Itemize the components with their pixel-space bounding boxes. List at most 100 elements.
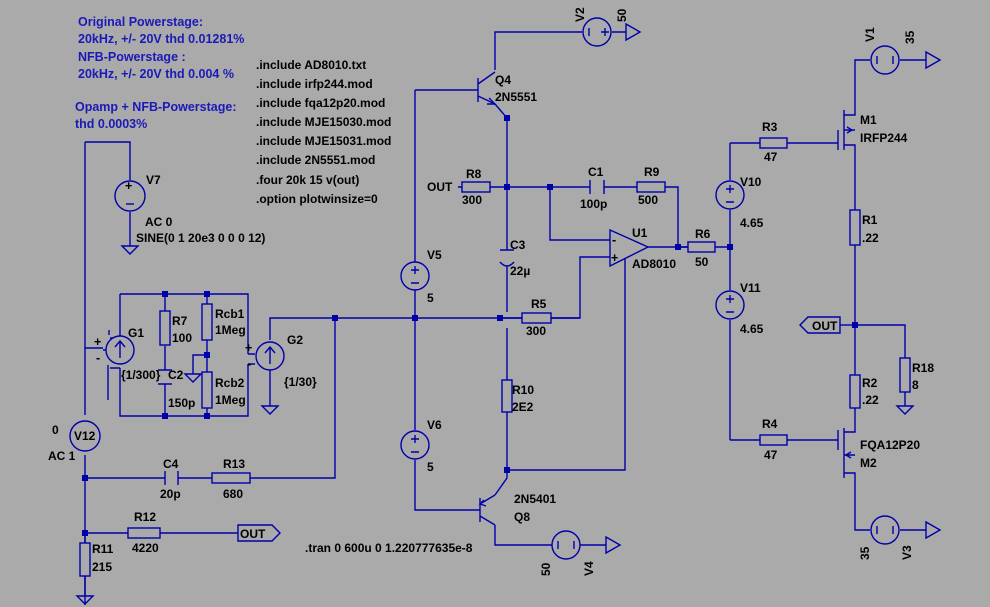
svg-text:50: 50 xyxy=(695,255,709,269)
directive[interactable]: .include MJE15031.mod xyxy=(256,134,391,148)
svg-text:V10: V10 xyxy=(740,175,762,189)
svg-text:2N5401: 2N5401 xyxy=(514,492,556,506)
svg-text:+: + xyxy=(94,335,101,349)
voltage-source-v3[interactable] xyxy=(870,515,900,545)
svg-text:1Meg: 1Meg xyxy=(215,323,246,337)
directive[interactable]: .include MJE15030.mod xyxy=(256,115,391,129)
capacitor-c3[interactable] xyxy=(499,249,515,277)
component-labels: V7 AC 0 SINE(0 1 20e3 0 0 0 12) G1 {1/30… xyxy=(48,7,934,576)
svg-text:47: 47 xyxy=(764,448,778,462)
svg-text:Rcb1: Rcb1 xyxy=(215,307,245,321)
resistor-r18[interactable] xyxy=(899,357,911,393)
resistor-rcb2[interactable] xyxy=(201,371,213,409)
resistor-r11[interactable] xyxy=(79,542,91,577)
net-label-out-r8[interactable]: OUT xyxy=(427,180,453,194)
svg-text:V11: V11 xyxy=(740,281,761,295)
directive[interactable]: .four 20k 15 v(out) xyxy=(256,173,359,187)
svg-text:100: 100 xyxy=(172,331,192,345)
svg-text:-: - xyxy=(96,351,100,365)
svg-text:20p: 20p xyxy=(160,487,181,501)
svg-text:V7: V7 xyxy=(146,173,161,187)
svg-text:2N5551: 2N5551 xyxy=(495,90,537,104)
mosfet-m2[interactable] xyxy=(837,428,856,478)
resistor-r10[interactable] xyxy=(501,379,513,413)
ground-icon xyxy=(920,520,942,540)
capacitor-c2[interactable] xyxy=(158,369,172,385)
voltage-source-v7[interactable]: + xyxy=(114,179,146,212)
resistor-r8[interactable] xyxy=(461,181,491,193)
resistor-r9[interactable] xyxy=(636,181,666,193)
tran-directive[interactable]: .tran 0 600u 0 1.220777635e-8 xyxy=(305,541,473,555)
svg-text:AC 1: AC 1 xyxy=(48,449,76,463)
svg-text:R11: R11 xyxy=(92,542,114,556)
directive[interactable]: .option plotwinsize=0 xyxy=(256,192,378,206)
vccs-g1[interactable]: +- xyxy=(94,335,135,365)
capacitor-c1[interactable] xyxy=(589,180,605,194)
resistor-r5[interactable] xyxy=(521,312,552,324)
svg-text:G2: G2 xyxy=(287,333,303,347)
capacitor-c4[interactable] xyxy=(164,471,179,485)
voltage-source-v12[interactable] xyxy=(69,420,101,452)
note-opamp-title: Opamp + NFB-Powerstage: xyxy=(75,100,237,114)
svg-text:5: 5 xyxy=(427,460,434,474)
opamp-u1[interactable]: - + xyxy=(609,228,650,268)
svg-text:Rcb2: Rcb2 xyxy=(215,376,245,390)
voltage-source-v1[interactable] xyxy=(870,45,900,75)
directive[interactable]: .include irfp244.mod xyxy=(256,77,373,91)
resistor-r4[interactable] xyxy=(759,434,788,446)
voltage-source-v6[interactable] xyxy=(400,430,430,460)
svg-text:4.65: 4.65 xyxy=(740,322,764,336)
resistor-r1[interactable] xyxy=(849,209,861,246)
resistor-r7[interactable] xyxy=(159,310,171,346)
svg-text:G1: G1 xyxy=(128,326,144,340)
transistor-q4[interactable] xyxy=(477,71,497,105)
svg-text:OUT: OUT xyxy=(240,527,266,541)
resistor-r2[interactable] xyxy=(849,374,861,409)
svg-text:R13: R13 xyxy=(223,457,245,471)
svg-text:C2: C2 xyxy=(168,368,184,382)
voltage-source-v10[interactable] xyxy=(715,180,745,210)
resistor-r13[interactable] xyxy=(211,472,251,484)
svg-text:C4: C4 xyxy=(163,457,179,471)
resistor-r3[interactable] xyxy=(759,137,788,149)
transistor-q8[interactable] xyxy=(478,494,496,526)
svg-text:V5: V5 xyxy=(427,248,442,262)
net-label-out-right[interactable]: OUT xyxy=(799,316,841,334)
net-label-out-left[interactable]: OUT xyxy=(237,524,281,542)
resistor-r6[interactable] xyxy=(687,241,716,253)
svg-text:8: 8 xyxy=(912,378,919,392)
svg-text:215: 215 xyxy=(92,560,112,574)
voltage-source-v11[interactable] xyxy=(715,290,745,320)
resistor-r12[interactable] xyxy=(127,527,161,539)
svg-text:SINE(0 1 20e3 0 0 0 12): SINE(0 1 20e3 0 0 0 12) xyxy=(136,231,265,245)
mosfet-m1[interactable] xyxy=(837,110,856,150)
svg-text:Q8: Q8 xyxy=(514,510,530,524)
svg-text:Q4: Q4 xyxy=(495,73,511,87)
svg-text:M1: M1 xyxy=(860,113,877,127)
svg-text:+: + xyxy=(125,179,132,193)
svg-text:FQA12P20: FQA12P20 xyxy=(860,438,920,452)
note-nfb-title: NFB-Powerstage : xyxy=(78,50,186,64)
svg-text:R10: R10 xyxy=(512,383,534,397)
voltage-source-v5[interactable] xyxy=(400,261,430,291)
ground-icon xyxy=(600,535,622,555)
resistor-rcb1[interactable] xyxy=(201,303,213,341)
svg-text:100p: 100p xyxy=(580,197,607,211)
svg-text:V6: V6 xyxy=(427,418,442,432)
svg-text:IRFP244: IRFP244 xyxy=(860,131,908,145)
directive[interactable]: .include fqa12p20.mod xyxy=(256,96,385,110)
vccs-g2[interactable]: +- xyxy=(245,341,285,371)
svg-text:V12: V12 xyxy=(74,429,96,443)
svg-text:V3: V3 xyxy=(900,545,914,560)
svg-text:4.65: 4.65 xyxy=(740,216,764,230)
voltage-source-v2[interactable] xyxy=(582,17,612,47)
directive[interactable]: .include 2N5551.mod xyxy=(256,153,375,167)
svg-text:35: 35 xyxy=(903,30,917,44)
directive[interactable]: .include AD8010.txt xyxy=(256,58,366,72)
svg-text:1Meg: 1Meg xyxy=(215,393,246,407)
svg-text:R18: R18 xyxy=(912,361,934,375)
svg-text:R3: R3 xyxy=(762,120,778,134)
voltage-source-v4[interactable] xyxy=(551,530,581,560)
junctions xyxy=(82,115,858,536)
